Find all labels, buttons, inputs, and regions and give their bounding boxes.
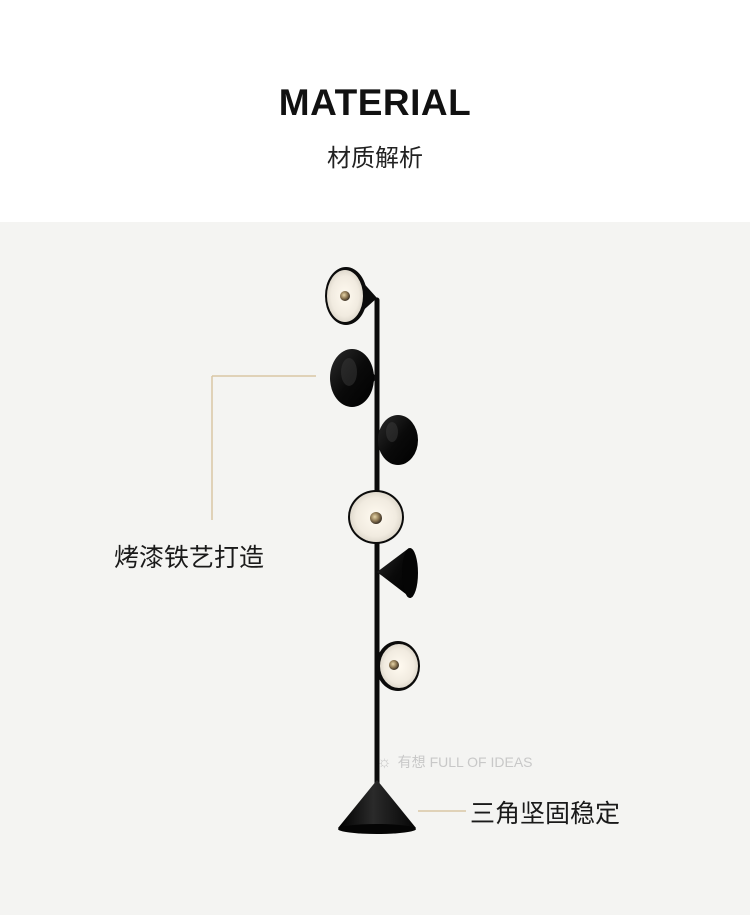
lamp-shade-5 — [377, 548, 418, 598]
watermark-cn: 有想 — [397, 754, 426, 770]
watermark-en: FULL OF IDEAS — [429, 754, 533, 770]
callout-line-1 — [211, 375, 316, 520]
lamp-shade-1 — [325, 267, 377, 325]
header-section: MATERIAL 材质解析 — [0, 0, 750, 222]
lightbulb-icon: ☼ — [377, 754, 392, 771]
lamp-shade-3 — [377, 415, 418, 465]
page-subtitle: 材质解析 — [327, 144, 423, 172]
lamp-shade-2 — [330, 349, 377, 407]
lamp-shade-4 — [348, 490, 404, 544]
page-title: MATERIAL — [278, 82, 472, 123]
callout-label-triangle-stable: 三角坚固稳定 — [470, 799, 621, 828]
lamp-shade-6 — [376, 641, 420, 691]
watermark: ☼ 有想 FULL OF IDEAS — [377, 752, 533, 772]
callout-label-iron-paint: 烤漆铁艺打造 — [114, 543, 265, 572]
lamp-base — [338, 780, 416, 834]
